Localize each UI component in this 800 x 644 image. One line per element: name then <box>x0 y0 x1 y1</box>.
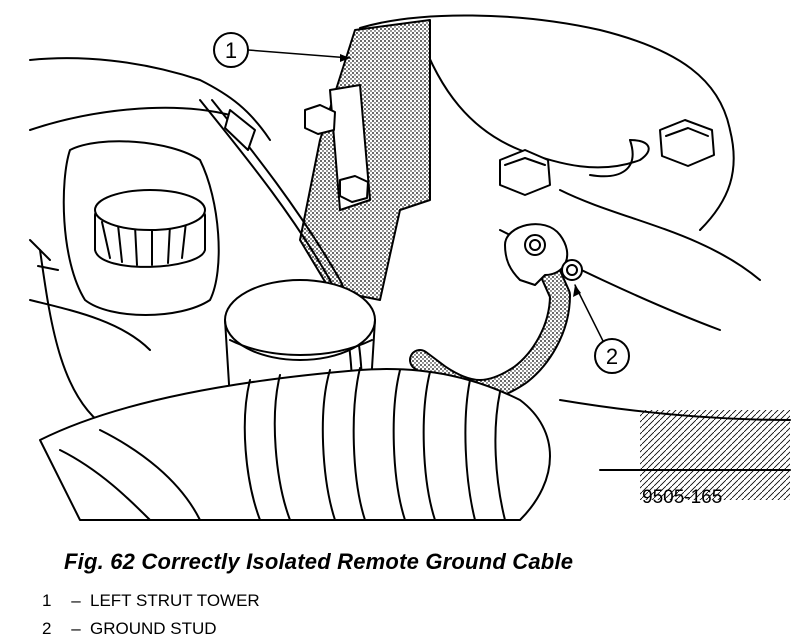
callout-1 <box>213 32 351 68</box>
strut-tower-bolt-left <box>499 149 551 196</box>
legend-label: GROUND STUD <box>90 619 217 638</box>
ground-cable-terminal <box>504 223 569 286</box>
callout-1-number: 1 <box>225 38 237 63</box>
legend-number: 2 <box>42 619 52 638</box>
legend-label: LEFT STRUT TOWER <box>90 591 260 610</box>
legend-separator: – <box>71 591 81 610</box>
callout-2 <box>573 284 630 374</box>
ground-stud <box>561 259 583 281</box>
legend-number: 1 <box>42 591 52 610</box>
legend-item: 2–GROUND STUD <box>42 619 217 639</box>
engine-bay-illustration: 1 2 <box>29 14 791 521</box>
strut-tower-bolt-right <box>659 119 715 167</box>
callout-2-number: 2 <box>606 344 618 369</box>
air-cleaner-body <box>224 279 376 424</box>
intake-hose <box>39 367 551 521</box>
legend-item: 1–LEFT STRUT TOWER <box>42 591 260 611</box>
figure-caption: Fig. 62 Correctly Isolated Remote Ground… <box>64 549 574 574</box>
brake-fluid-reservoir <box>62 140 220 316</box>
strut-tower-outline <box>359 14 735 231</box>
legend-separator: – <box>71 619 81 638</box>
figure-code: 9505-165 <box>642 487 723 508</box>
